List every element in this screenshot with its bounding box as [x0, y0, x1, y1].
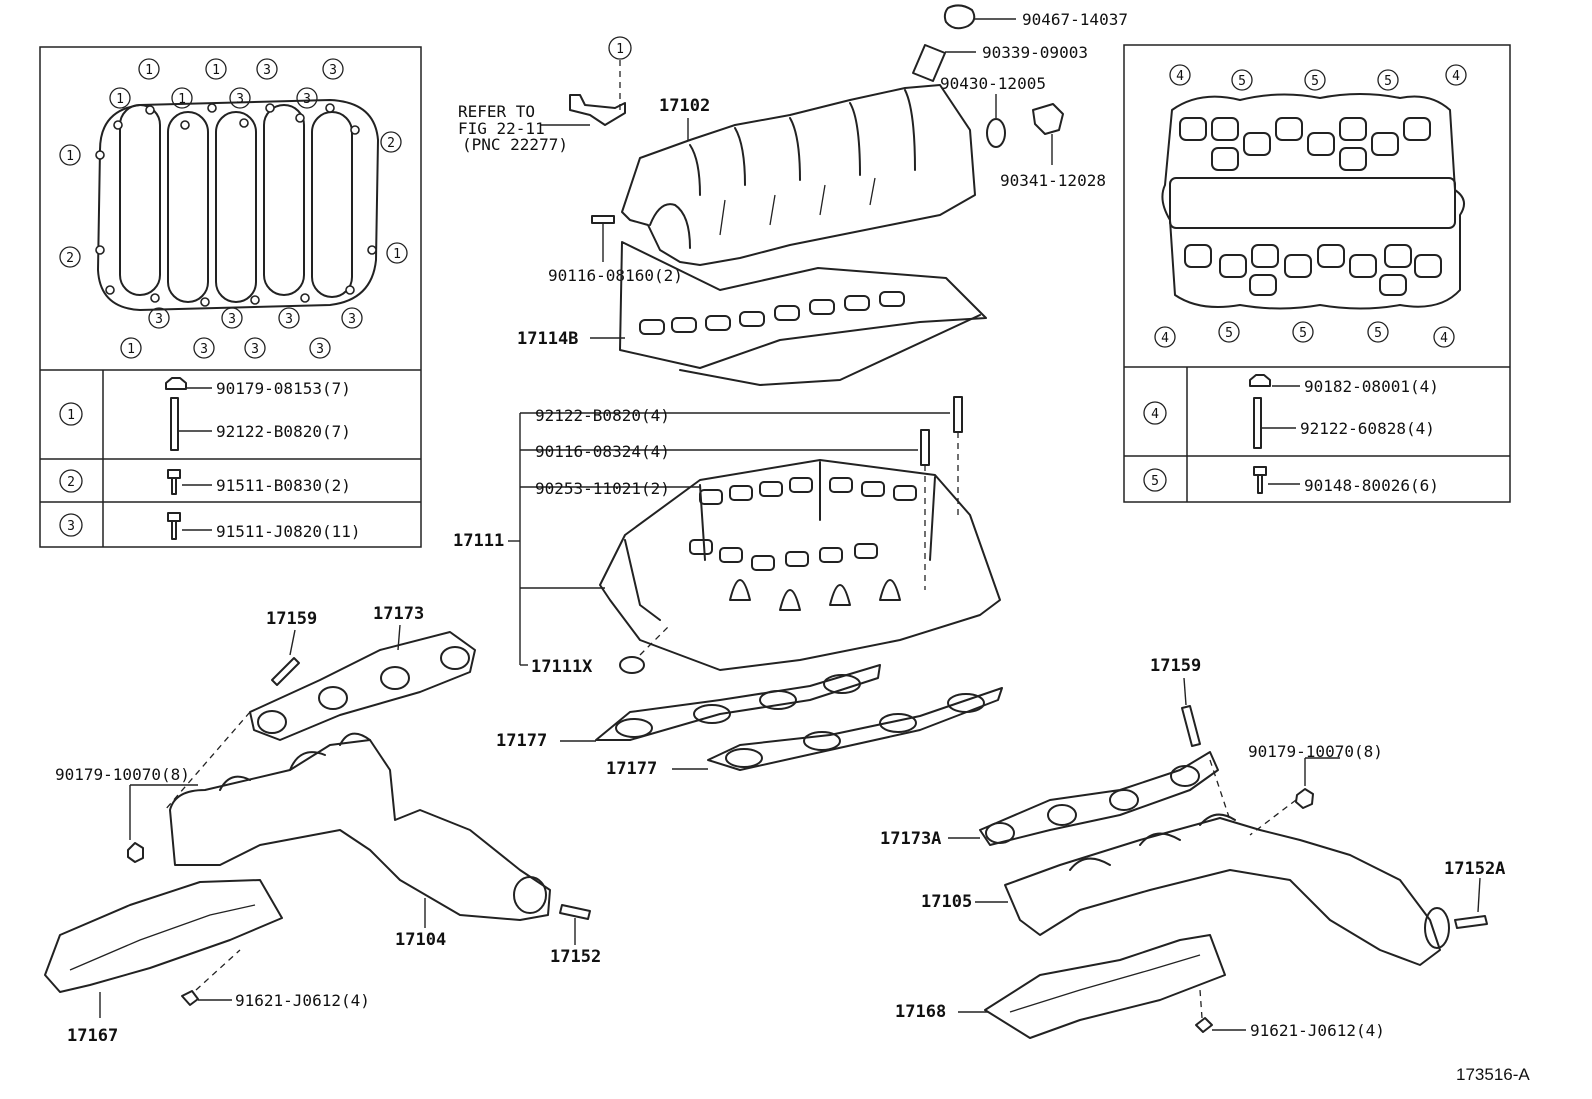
callout-17152a: 17152A — [1444, 859, 1505, 879]
svg-text:3: 3 — [303, 92, 311, 107]
callout-17114b: 17114B — [517, 329, 578, 349]
right-inset-panel: 4 5 5 5 4 4 5 5 5 4 4 90182-08001(4) 921… — [1123, 44, 1511, 503]
label-90253: 90253-11021(2) — [535, 479, 670, 498]
svg-text:3: 3 — [155, 312, 163, 327]
svg-text:1: 1 — [66, 149, 74, 164]
left-inset-keys: 1 1 3 3 1 1 3 3 2 1 2 1 3 3 3 3 1 3 3 3 — [59, 58, 408, 359]
label-90430: 90430-12005 — [940, 74, 1046, 93]
callout-17104: 17104 — [395, 930, 446, 950]
svg-text:3: 3 — [228, 312, 236, 327]
left-row1-key: 1 — [67, 408, 75, 423]
gasket-17114b: 17114B — [517, 241, 987, 386]
right-inset-table: 4 90182-08001(4) 92122-60828(4) 5 90148-… — [1143, 374, 1439, 495]
svg-text:5: 5 — [1299, 326, 1307, 341]
right-row1-part1: 90182-08001(4) — [1304, 377, 1439, 396]
left-row1-part1: 90179-08153(7) — [216, 379, 351, 398]
svg-text:3: 3 — [348, 312, 356, 327]
svg-text:5: 5 — [1374, 326, 1382, 341]
svg-text:3: 3 — [251, 342, 259, 357]
callout-17167: 17167 — [67, 1026, 118, 1046]
label-90341: 90341-12028 — [1000, 171, 1106, 190]
svg-text:3: 3 — [316, 342, 324, 357]
refer-line1: REFER TO — [458, 102, 535, 121]
callout-17159-right: 17159 — [1150, 656, 1201, 676]
svg-text:2: 2 — [387, 136, 395, 151]
left-gasket-drawing — [95, 99, 379, 311]
callout-17152: 17152 — [550, 947, 601, 967]
right-exhaust-assembly: 17159 17173A 17105 17152A 90179-10070(8)… — [880, 656, 1505, 1040]
left-row2-part1: 91511-B0830(2) — [216, 476, 351, 495]
right-gasket-drawing — [1161, 93, 1465, 310]
svg-text:3: 3 — [329, 63, 337, 78]
svg-text:4: 4 — [1176, 69, 1184, 84]
callout-17168: 17168 — [895, 1002, 946, 1022]
left-row3-part1: 91511-J0820(11) — [216, 522, 361, 541]
left-row3-key: 3 — [67, 519, 75, 534]
callout-17102: 17102 — [659, 96, 710, 116]
svg-text:1: 1 — [127, 342, 135, 357]
svg-text:1: 1 — [212, 63, 220, 78]
callout-17177-b: 17177 — [606, 759, 657, 779]
callout-17159-left: 17159 — [266, 609, 317, 629]
label-90116-08160: 90116-08160(2) — [548, 266, 683, 285]
refer-marker: 1 — [616, 42, 624, 57]
right-row1-key: 4 — [1151, 407, 1159, 422]
left-row2-key: 2 — [67, 475, 75, 490]
left-inset-panel: 1 1 3 3 1 1 3 3 2 1 2 1 3 3 3 3 1 3 3 3 … — [39, 46, 422, 548]
svg-text:3: 3 — [263, 63, 271, 78]
svg-text:5: 5 — [1384, 74, 1392, 89]
right-inset-keys: 4 5 5 5 4 4 5 5 5 4 — [1154, 64, 1467, 348]
intake-plenum-17102: 17102 90116-08160(2) — [548, 84, 976, 285]
refer-line2: FIG 22-11 — [458, 119, 545, 138]
svg-text:3: 3 — [285, 312, 293, 327]
gaskets-17177: 17177 17177 — [496, 664, 1003, 779]
intake-manifold-17111: 92122-B0820(4) 90116-08324(4) 90253-1102… — [453, 396, 1001, 677]
svg-text:1: 1 — [393, 247, 401, 262]
label-90339: 90339-09003 — [982, 43, 1088, 62]
label-92122-b0820-4: 92122-B0820(4) — [535, 406, 670, 425]
left-exhaust-assembly: 17159 17173 17104 17152 90179-10070(8) 1… — [44, 604, 601, 1046]
label-90179-right: 90179-10070(8) — [1248, 742, 1383, 761]
svg-text:5: 5 — [1225, 326, 1233, 341]
svg-text:1: 1 — [178, 92, 186, 107]
label-90179-left: 90179-10070(8) — [55, 765, 190, 784]
callout-17173a: 17173A — [880, 829, 941, 849]
left-inset-table: 1 90179-08153(7) 92122-B0820(7) 2 91511-… — [59, 377, 361, 541]
svg-text:2: 2 — [66, 251, 74, 266]
svg-text:1: 1 — [116, 92, 124, 107]
svg-text:4: 4 — [1440, 331, 1448, 346]
svg-text:5: 5 — [1238, 74, 1246, 89]
right-row1-part2: 92122-60828(4) — [1300, 419, 1435, 438]
label-91621-right: 91621-J0612(4) — [1250, 1021, 1385, 1040]
right-row2-key: 5 — [1151, 474, 1159, 489]
label-90116-08324: 90116-08324(4) — [535, 442, 670, 461]
label-91621-left: 91621-J0612(4) — [235, 991, 370, 1010]
svg-text:1: 1 — [145, 63, 153, 78]
svg-text:3: 3 — [200, 342, 208, 357]
right-row2-part1: 90148-80026(6) — [1304, 476, 1439, 495]
svg-text:5: 5 — [1311, 74, 1319, 89]
callout-17105: 17105 — [921, 892, 972, 912]
svg-text:4: 4 — [1452, 69, 1460, 84]
svg-text:4: 4 — [1161, 331, 1169, 346]
label-90467: 90467-14037 — [1022, 10, 1128, 29]
left-row1-part2: 92122-B0820(7) — [216, 422, 351, 441]
callout-17177-a: 17177 — [496, 731, 547, 751]
refer-line3: (PNC 22277) — [462, 135, 568, 154]
diagram-ref-number: 173516-A — [1456, 1065, 1530, 1084]
svg-text:3: 3 — [236, 92, 244, 107]
callout-17111x: 17111X — [531, 657, 593, 677]
callout-17111: 17111 — [453, 531, 504, 551]
callout-17173: 17173 — [373, 604, 424, 624]
top-small-parts: 1 REFER TO FIG 22-11 (PNC 22277) 90467-1… — [458, 4, 1128, 190]
